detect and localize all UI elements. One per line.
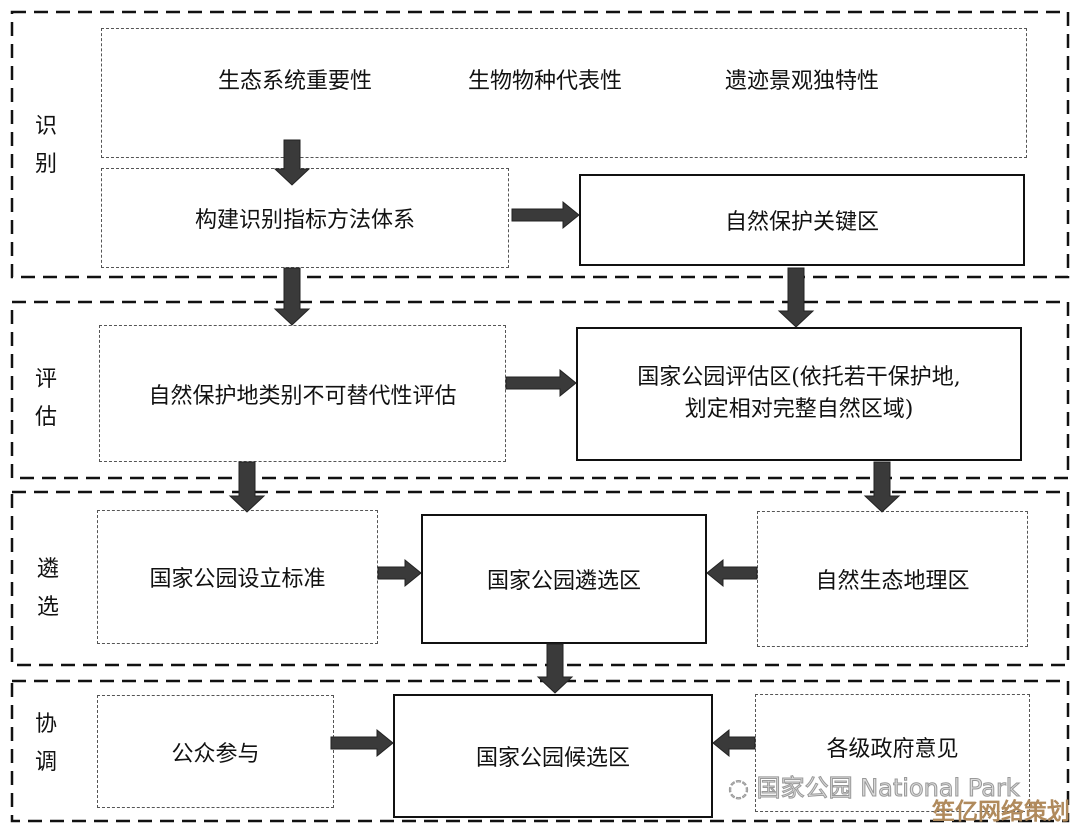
arrow-right-icon [505,368,577,398]
criteria-box [101,28,1027,158]
criteria-landscape: 遗迹景观独特性 [724,69,880,94]
label-char: 识 [34,114,57,139]
section-identify-border [10,10,1070,279]
arrow-down-icon [536,643,574,694]
label-char: 调 [34,750,57,775]
evaluation-area-box: 国家公园评估区(依托若干保护地, 划定相对完整自然区域) [576,327,1022,461]
label-char: 估 [34,405,57,430]
public-text: 公众参与 [171,741,260,767]
watermark: ◌ 国家公园 National Park [728,768,1021,803]
geo-region-text: 自然生态地理区 [815,569,970,594]
candidate-area-box: 国家公园候选区 [393,694,713,818]
criteria-ecosystem: 生态系统重要性 [217,69,373,94]
government-box: 各级政府意见 [755,694,1030,812]
arrow-down-icon [863,461,901,513]
arrow-left-icon [712,728,756,758]
assessment-text: 自然保护地类别不可替代性评估 [148,383,457,409]
label-char: 协 [34,712,57,737]
evaluation-area-line1: 国家公园评估区(依托若干保护地, [637,365,961,390]
standard-text: 国家公园设立标准 [149,567,326,592]
arrow-right-icon [377,558,422,588]
criteria-species: 生物物种代表性 [467,69,623,94]
section-label-select: 遴选 [33,551,63,627]
arrow-down-icon [228,461,266,513]
label-char: 选 [36,595,59,620]
method-box: 构建识别指标方法体系 [101,168,509,268]
watermark-text: 国家公园 National Park [756,774,1020,803]
section-label-coordinate: 协调 [31,706,61,782]
section-coordinate-border [10,679,1070,823]
method-text: 构建识别指标方法体系 [194,208,415,233]
standard-box: 国家公园设立标准 [97,510,378,644]
arrow-down-icon [273,139,311,186]
selection-area-text: 国家公园遴选区 [486,569,641,594]
arrow-down-icon [273,267,311,326]
arrow-left-icon [706,558,758,588]
section-evaluate-border [10,300,1070,480]
arrow-right-icon [511,200,580,230]
assessment-box: 自然保护地类别不可替代性评估 [99,325,506,462]
selection-area-box: 国家公园遴选区 [421,514,707,644]
label-char: 遴 [36,557,59,582]
public-box: 公众参与 [97,695,334,808]
corner-watermark: 笙亿网络策划 [932,799,1070,825]
section-select-border [10,490,1070,667]
wechat-icon: ◌ [728,774,757,803]
label-char: 别 [34,152,57,177]
key-area-text: 自然保护关键区 [724,210,879,235]
evaluation-area-line2: 划定相对完整自然区域) [684,397,914,422]
label-char: 评 [34,367,57,392]
geo-region-box: 自然生态地理区 [757,511,1028,647]
candidate-area-text: 国家公园候选区 [475,746,630,771]
arrow-down-icon [777,267,815,328]
arrow-right-icon [330,728,394,758]
key-area-box: 自然保护关键区 [579,174,1025,266]
section-label-evaluate: 评估 [31,361,61,437]
section-label-identify: 识别 [31,108,61,184]
government-text: 各级政府意见 [826,737,959,762]
